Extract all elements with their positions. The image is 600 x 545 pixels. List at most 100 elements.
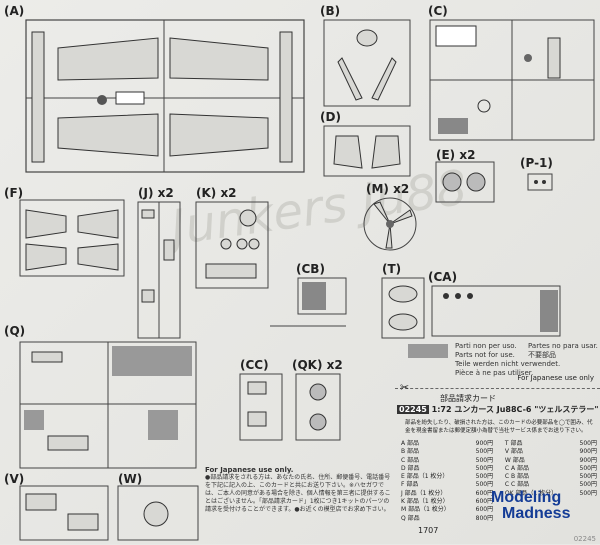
- price-part: C 部品: [401, 456, 420, 464]
- price-part: K 部品（1 枚分）: [401, 498, 449, 506]
- price-row: M 部品（1 枚分） 600円: [401, 506, 493, 514]
- price-part: M 部品（1 枚分）: [401, 506, 450, 514]
- price-value: 900円: [579, 448, 597, 456]
- price-value: 500円: [579, 489, 597, 497]
- price-value: 600円: [475, 498, 494, 506]
- price-part: C B 部品: [504, 473, 530, 481]
- sprue-v: [18, 484, 110, 542]
- sprue-t: [380, 276, 426, 340]
- label-sprue-v: (V): [4, 472, 25, 486]
- price-part: F 部品: [401, 481, 419, 489]
- price-row: A 部品 900円: [401, 440, 493, 448]
- not-for-use-notes-left: Parti non per uso.Parts not for use.Teil…: [455, 342, 561, 377]
- price-row: C A 部品 500円: [505, 465, 597, 473]
- price-row: D 部品 500円: [401, 465, 493, 473]
- page-number: 1707: [418, 526, 439, 535]
- card-title: 部品請求カード: [440, 394, 496, 403]
- parts-request-card: ✂ For Japanese use only 部品請求カード 02245 1:…: [395, 374, 600, 545]
- sprue-j: [134, 200, 184, 340]
- sprue-qk: [294, 372, 342, 442]
- price-part: QK 部品（1 枚分）: [504, 489, 558, 497]
- price-row: T 部品 500円: [505, 440, 597, 448]
- not-for-use-notes-right: Partes no para usar.不要部品: [528, 342, 598, 359]
- label-sprue-q: (Q): [4, 324, 26, 338]
- price-row: QK 部品（1 枚分） 500円: [505, 490, 597, 498]
- label-sprue-e: (E) x2: [436, 148, 476, 162]
- price-value: 800円: [475, 514, 494, 522]
- price-part: Q 部品: [401, 514, 420, 522]
- sprue-cb: [268, 276, 348, 340]
- price-part: W 部品: [504, 456, 525, 464]
- label-sprue-p1: (P-1): [520, 156, 553, 170]
- label-sprue-d: (D): [320, 110, 341, 124]
- label-sprue-j: (J) x2: [138, 186, 174, 200]
- price-part: J 部品（1 枚分）: [401, 489, 447, 497]
- label-sprue-w: (W): [118, 472, 143, 486]
- label-sprue-qk: (QK) x2: [292, 358, 343, 372]
- price-part: E 部品（1 枚分）: [401, 473, 449, 481]
- price-value: 900円: [579, 456, 597, 464]
- price-part: B 部品: [401, 448, 420, 456]
- sprue-p1: [526, 172, 554, 192]
- price-part: C C 部品: [504, 481, 530, 489]
- price-row: J 部品（1 枚分） 600円: [401, 490, 493, 498]
- price-row: K 部品（1 枚分） 600円: [401, 498, 493, 506]
- price-row: E 部品（1 枚分） 500円: [401, 473, 493, 481]
- price-row: C C 部品 500円: [505, 481, 597, 489]
- label-sprue-k: (K) x2: [196, 186, 237, 200]
- label-sprue-c: (C): [428, 4, 448, 18]
- sprue-q: [18, 340, 198, 470]
- label-sprue-cb: (CB): [296, 262, 325, 276]
- price-part: C A 部品: [504, 464, 529, 472]
- price-row: F 部品 500円: [401, 481, 493, 489]
- price-value: 500円: [579, 464, 597, 472]
- price-value: 500円: [579, 440, 597, 447]
- not-for-use-swatch: [408, 344, 448, 358]
- card-intro: 部品を紛失したり、破損された方は、このカードの必要部品を◯で囲み、代金を現金書留…: [405, 420, 593, 434]
- price-value: 500円: [475, 448, 494, 456]
- kit-number: 02245: [397, 405, 429, 414]
- price-value: 500円: [475, 473, 494, 481]
- sprue-w: [116, 484, 200, 542]
- price-value: 500円: [579, 481, 597, 489]
- scissors-icon: ✂: [400, 381, 410, 394]
- price-row: Q 部品 800円: [401, 515, 493, 523]
- label-sprue-a: (A): [4, 4, 25, 18]
- price-value: 500円: [475, 456, 494, 464]
- price-value: 500円: [475, 481, 494, 489]
- price-value: 600円: [475, 506, 494, 514]
- price-value: 500円: [579, 473, 597, 481]
- price-row: C 部品 500円: [401, 457, 493, 465]
- price-row: C B 部品 500円: [505, 473, 597, 481]
- kit-scale: 1:72: [431, 405, 452, 414]
- for-japanese-use-label: For Japanese use only: [517, 374, 594, 382]
- price-part: A 部品: [401, 440, 420, 447]
- price-part: V 部品: [504, 448, 523, 456]
- sprue-d: [322, 124, 412, 178]
- sprue-a: [18, 18, 310, 178]
- label-sprue-m: (M) x2: [366, 182, 410, 196]
- sprue-m: [362, 196, 418, 252]
- sprue-b: [322, 18, 412, 108]
- sprue-ca: [430, 284, 562, 338]
- label-sprue-f: (F): [4, 186, 24, 200]
- site-watermark: Modeling Madness 02245: [491, 489, 596, 543]
- sprue-e: [434, 160, 496, 204]
- kit-name: ユンカース Ju88C-6 "ツェルステラー": [454, 405, 599, 414]
- price-value: 900円: [475, 440, 494, 447]
- japanese-note: For Japanese use only. ●部品請求をされる方は、あなたの氏…: [205, 466, 391, 513]
- price-part: D 部品: [401, 464, 420, 472]
- price-row: B 部品 500円: [401, 448, 493, 456]
- price-value: 500円: [475, 464, 494, 472]
- price-row: V 部品 900円: [505, 448, 597, 456]
- price-value: 600円: [475, 489, 494, 497]
- kit-line: 02245 1:72 ユンカース Ju88C-6 "ツェルステラー": [397, 404, 599, 415]
- price-part: T 部品: [504, 440, 523, 447]
- sprue-f: [18, 198, 126, 278]
- sprue-cc: [238, 372, 284, 442]
- label-sprue-t: (T): [382, 262, 402, 276]
